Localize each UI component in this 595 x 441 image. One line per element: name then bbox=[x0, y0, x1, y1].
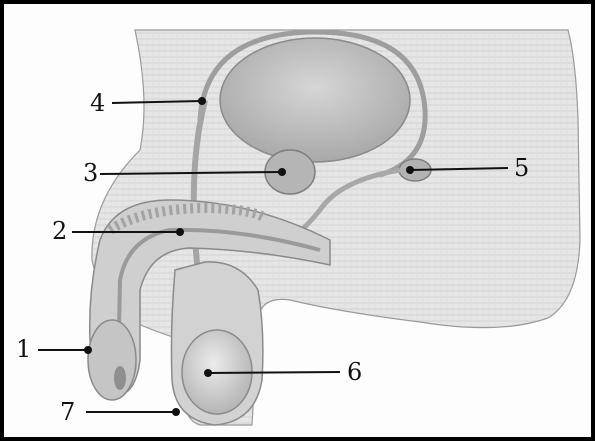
label-7: 7 bbox=[60, 400, 75, 424]
leader-dot-2 bbox=[176, 228, 184, 236]
leader-dot-4 bbox=[198, 97, 206, 105]
leader-dot-5 bbox=[406, 166, 414, 174]
bladder bbox=[220, 38, 410, 162]
label-1: 1 bbox=[16, 337, 31, 361]
label-4: 4 bbox=[90, 91, 105, 115]
leader-dot-7 bbox=[172, 408, 180, 416]
label-6: 6 bbox=[347, 360, 362, 384]
label-2: 2 bbox=[52, 219, 67, 243]
leader-dot-6 bbox=[204, 369, 212, 377]
leader-dot-3 bbox=[278, 168, 286, 176]
label-3: 3 bbox=[83, 161, 98, 185]
leader-dot-1 bbox=[84, 346, 92, 354]
urethral-opening bbox=[114, 366, 126, 390]
label-5: 5 bbox=[514, 156, 529, 180]
glans bbox=[88, 320, 136, 400]
leader-line-6 bbox=[208, 372, 340, 373]
